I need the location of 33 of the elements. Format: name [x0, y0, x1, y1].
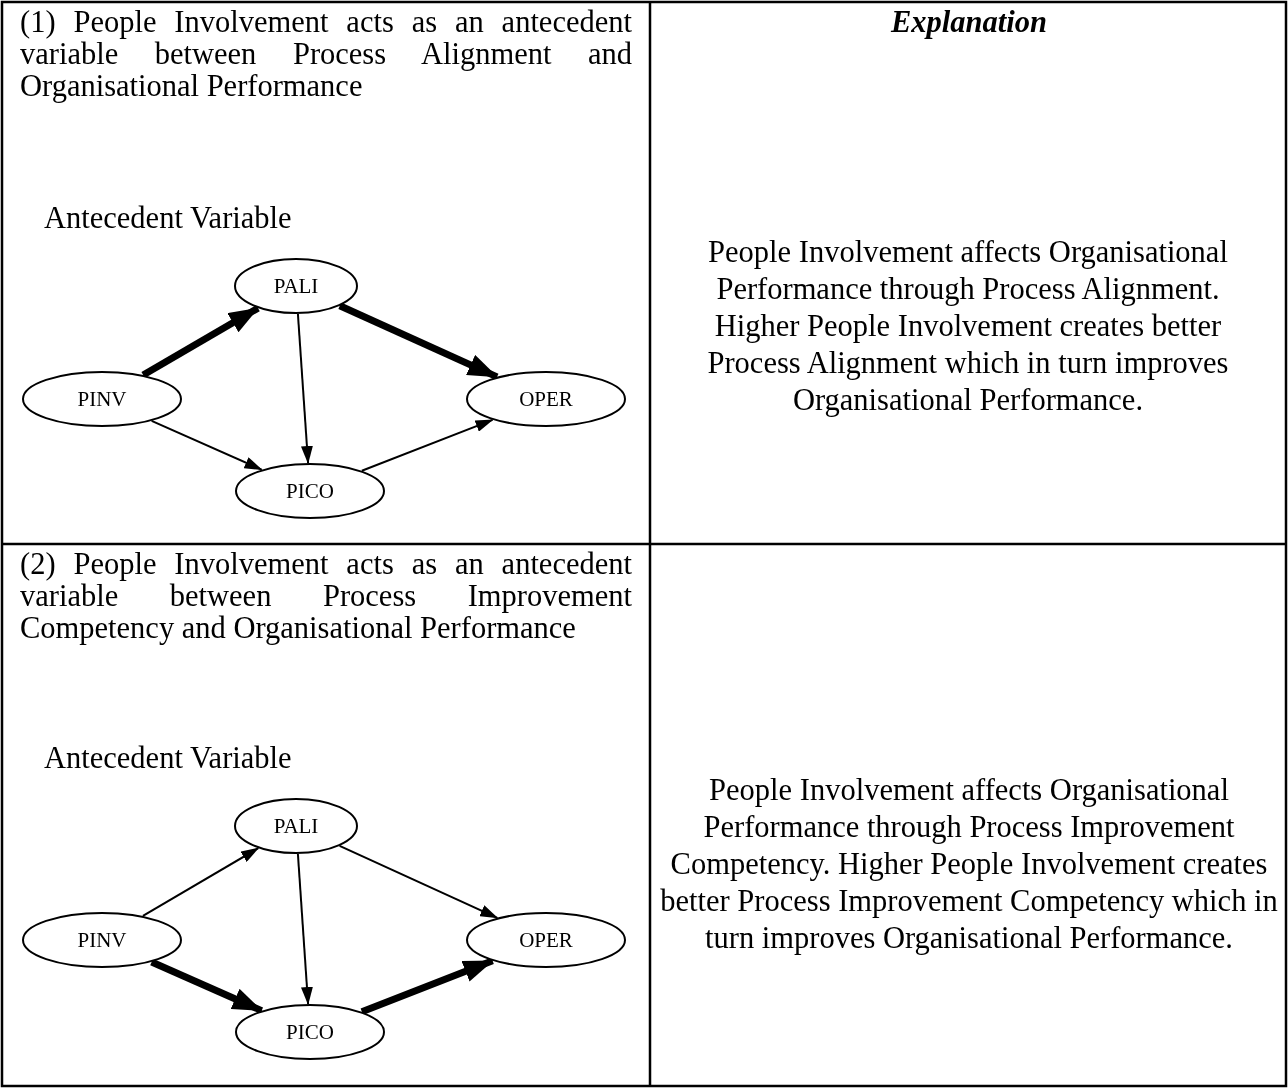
column-heading: Explanation [890, 6, 1048, 38]
statement-text: (1) People Involvement acts as an antecedent variable between Process Alignment and Organisational Performance [20, 6, 632, 102]
arrow [150, 958, 264, 1014]
variable-ellipse [234, 258, 358, 314]
arrow [338, 302, 499, 381]
variable-label: PINV [77, 927, 127, 953]
explanation-text: People Involvement affects Organisational Performance through Process Alignment. Higher People Involvement creates better Process Alignment which in turn improves Organisational Performance. [706, 234, 1230, 419]
arrow [360, 418, 494, 472]
variable-label: OPER [519, 927, 573, 953]
arrow [296, 853, 313, 1005]
explanation-text: People Involvement affects Organisational Performance through Process Improvement Competency. Higher People Involvement creates better Process Improvement Competency which in turn improves Organisational Performance. [659, 772, 1279, 957]
statement-text: (2) People Involvement acts as an antecedent variable between Process Improvement Competency and Organisational Performance [20, 548, 632, 644]
arrow [141, 847, 260, 917]
variable-ellipse [235, 1004, 385, 1060]
variable-type-label: Antecedent Variable [44, 202, 293, 234]
arrow [296, 313, 313, 464]
arrow [150, 419, 263, 471]
arrow [141, 305, 260, 379]
arrow [360, 957, 494, 1016]
variable-ellipse [466, 912, 626, 968]
variable-ellipse [22, 371, 182, 427]
variable-label: PALI [273, 273, 319, 299]
arrow [338, 844, 499, 919]
variable-ellipse [22, 912, 182, 968]
variable-label: PICO [286, 478, 334, 504]
variable-label: PALI [273, 813, 319, 839]
variable-ellipse [235, 463, 385, 519]
variable-type-label: Antecedent Variable [44, 742, 293, 774]
variable-label: PINV [77, 386, 127, 412]
variable-label: PICO [286, 1019, 334, 1045]
variable-label: OPER [519, 386, 573, 412]
variable-ellipse [466, 371, 626, 427]
variable-ellipse [234, 798, 358, 854]
